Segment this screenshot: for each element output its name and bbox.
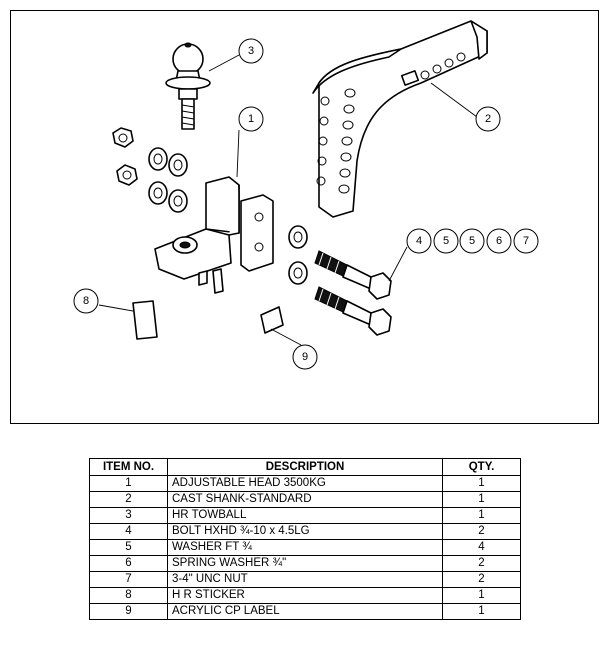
svg-text:9: 9: [302, 351, 308, 363]
quantity-cell: 1: [442, 603, 521, 620]
description-cell: HR TOWBALL: [167, 507, 443, 524]
item-number-cell: 1: [89, 475, 168, 492]
parts-list-table: ITEM NO. DESCRIPTION QTY. 1 ADJUSTABLE H…: [89, 458, 521, 620]
svg-text:6: 6: [496, 235, 502, 247]
sticker-parts: [132, 300, 284, 340]
cast-shank-part: [312, 20, 488, 218]
item-number-cell: 5: [89, 539, 168, 556]
callout-7: 7: [513, 228, 539, 254]
callout-4: 4: [406, 228, 432, 254]
table-row: 3 HR TOWBALL 1: [89, 507, 521, 524]
table-row: 1 ADJUSTABLE HEAD 3500KG 1: [89, 475, 521, 492]
assembly-illustration: 3 1 2 4 5 5 6 7: [73, 20, 539, 370]
description-cell: ACRYLIC CP LABEL: [167, 603, 443, 620]
item-number-cell: 6: [89, 555, 168, 572]
callout-9: 9: [292, 344, 318, 370]
nut-parts: [112, 127, 138, 186]
svg-text:1: 1: [248, 113, 254, 125]
callout-3: 3: [238, 38, 264, 64]
description-cell: 3-4" UNC NUT: [167, 571, 443, 588]
header-qty: QTY.: [442, 458, 521, 476]
callout-5a: 5: [433, 228, 459, 254]
quantity-cell: 1: [442, 507, 521, 524]
quantity-cell: 4: [442, 539, 521, 556]
quantity-cell: 2: [442, 523, 521, 540]
callout-2: 2: [475, 106, 501, 132]
description-cell: H R STICKER: [167, 587, 443, 604]
table-row: 9 ACRYLIC CP LABEL 1: [89, 603, 521, 620]
callout-leaders: [98, 54, 478, 346]
description-cell: ADJUSTABLE HEAD 3500KG: [167, 475, 443, 492]
header-description: DESCRIPTION: [167, 458, 443, 476]
quantity-cell: 2: [442, 571, 521, 588]
item-number-cell: 4: [89, 523, 168, 540]
washer-parts: [148, 147, 308, 285]
callout-6: 6: [486, 228, 512, 254]
svg-text:4: 4: [416, 235, 422, 247]
adjustable-head-part: [154, 176, 274, 294]
callout-1: 1: [238, 106, 264, 132]
svg-text:5: 5: [469, 235, 475, 247]
svg-text:3: 3: [248, 45, 254, 57]
quantity-cell: 1: [442, 491, 521, 508]
table-row: 6 SPRING WASHER ¾" 2: [89, 555, 521, 572]
callout-5b: 5: [459, 228, 485, 254]
svg-text:2: 2: [485, 113, 491, 125]
table-row: 2 CAST SHANK-STANDARD 1: [89, 491, 521, 508]
bolt-parts: [314, 250, 392, 336]
item-number-cell: 8: [89, 587, 168, 604]
svg-text:5: 5: [443, 235, 449, 247]
item-number-cell: 9: [89, 603, 168, 620]
quantity-cell: 1: [442, 475, 521, 492]
quantity-cell: 2: [442, 555, 521, 572]
svg-text:7: 7: [523, 235, 529, 247]
item-number-cell: 3: [89, 507, 168, 524]
quantity-cell: 1: [442, 587, 521, 604]
item-number-cell: 7: [89, 571, 168, 588]
description-cell: SPRING WASHER ¾": [167, 555, 443, 572]
item-number-cell: 2: [89, 491, 168, 508]
towball-part: [165, 42, 211, 130]
description-cell: BOLT HXHD ¾-10 x 4.5LG: [167, 523, 443, 540]
description-cell: WASHER FT ¾: [167, 539, 443, 556]
svg-text:8: 8: [83, 295, 89, 307]
table-header-row: ITEM NO. DESCRIPTION QTY.: [89, 458, 521, 476]
table-row: 5 WASHER FT ¾ 4: [89, 539, 521, 556]
header-item-no: ITEM NO.: [89, 458, 168, 476]
description-cell: CAST SHANK-STANDARD: [167, 491, 443, 508]
table-row: 8 H R STICKER 1: [89, 587, 521, 604]
table-row: 4 BOLT HXHD ¾-10 x 4.5LG 2: [89, 523, 521, 540]
table-row: 7 3-4" UNC NUT 2: [89, 571, 521, 588]
callout-8: 8: [73, 288, 99, 314]
exploded-view-drawing: 3 1 2 4 5 5 6 7: [10, 10, 599, 424]
